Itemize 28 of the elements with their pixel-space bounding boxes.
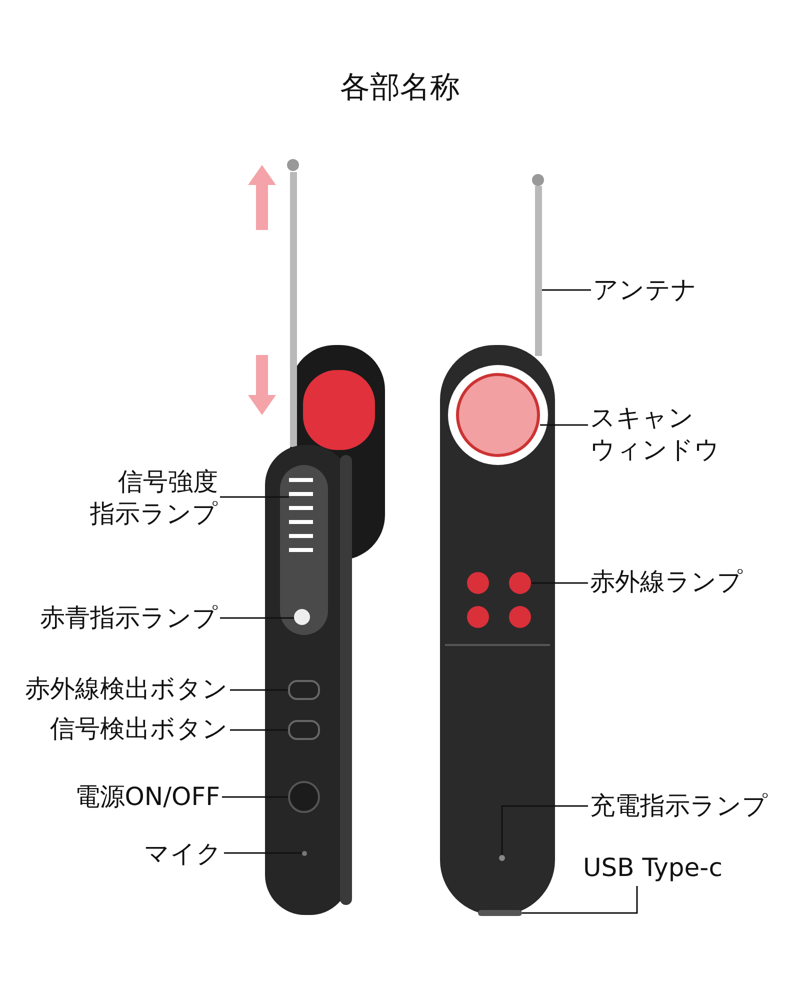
leader-line [501,805,588,855]
leader-line [230,689,288,691]
callout-label: アンテナ [593,274,697,306]
callout-label: マイク [144,838,222,870]
microphone-hole [302,851,307,856]
antenna [535,186,542,356]
leader-line [230,729,288,731]
callout-label: USB Type-c [583,852,722,884]
infrared-detect-button [288,680,320,700]
mode-button [288,720,320,740]
leader-line [522,886,638,914]
leader-line [220,617,294,619]
callout-label: 信号検出ボタン [50,713,228,745]
callout-label: 赤外線検出ボタン [25,673,228,705]
callout-label: 信号強度指示ランプ [90,466,218,530]
callout-label: 電源ON/OFF [74,781,220,813]
callout-label: 赤外線ランプ [590,566,743,598]
callout-label: 充電指示ランプ [590,790,768,822]
usb-port [478,910,522,916]
leader-line [220,496,289,498]
leader-line [224,852,302,854]
leader-line [222,796,288,798]
title: 各部名称 [339,72,461,104]
leader-line [542,289,591,291]
leader-line [540,424,588,426]
callout-label: スキャンウィンドウ [590,402,720,466]
callout-label: 赤青指示ランプ [40,602,218,634]
leader-line [531,582,588,584]
